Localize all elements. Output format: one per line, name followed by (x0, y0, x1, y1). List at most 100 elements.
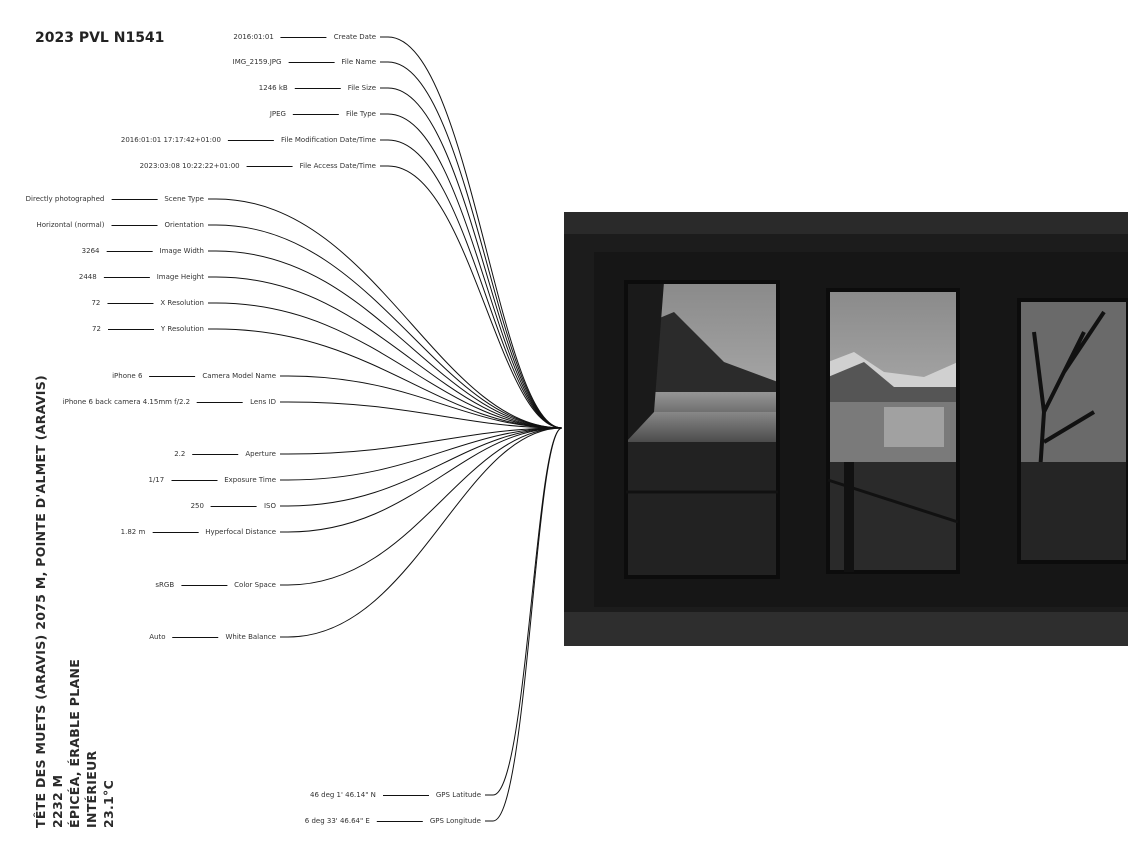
metadata-value: 72 (92, 325, 101, 333)
metadata-key: Exposure Time (224, 476, 276, 484)
metadata-value: 1.82 m (120, 528, 146, 536)
metadata-key: File Name (341, 58, 376, 66)
metadata-row: 2016:01:01 Create Date (233, 31, 376, 43)
metadata-value: Horizontal (normal) (36, 221, 105, 229)
metadata-value: 2.2 (174, 450, 186, 458)
leader-line (106, 250, 153, 252)
metadata-row: IMG_2159.JPG File Name (233, 56, 376, 68)
metadata-row: 1/17 Exposure Time (149, 474, 277, 486)
metadata-value: 2448 (78, 273, 97, 281)
leader-line (107, 328, 154, 330)
metadata-value: IMG_2159.JPG (232, 58, 282, 66)
metadata-key: File Type (345, 110, 376, 118)
metadata-value: 250 (190, 502, 204, 510)
connector-curve (280, 375, 563, 429)
metadata-key: File Size (347, 84, 376, 92)
connector-curve (380, 87, 563, 429)
connector-curve (380, 165, 563, 429)
metadata-value: 2016:01:01 (233, 33, 274, 41)
metadata-value: JPEG (269, 110, 286, 118)
species-line: ÉPICÉA, ÉRABLE PLANE (67, 658, 82, 828)
leader-line (382, 794, 429, 796)
connector-curve (280, 427, 563, 455)
metadata-row: JPEG File Type (270, 108, 376, 120)
page-title: 2023 PVL N1541 (35, 30, 165, 46)
connector-curve (380, 139, 563, 429)
connector-curve (208, 302, 563, 429)
leader-line (171, 479, 218, 481)
metadata-key: Y Resolution (160, 325, 204, 333)
connector-curve (280, 427, 563, 533)
metadata-value: sRGB (155, 581, 175, 589)
leader-line (246, 165, 293, 167)
metadata-value: 3264 (81, 247, 100, 255)
temperature-line: 23.1°C (101, 779, 116, 828)
leader-line (111, 224, 158, 226)
metadata-row: 2.2 Aperture (174, 448, 276, 460)
connector-curve (280, 427, 563, 586)
leader-line (197, 401, 244, 403)
metadata-value: 72 (91, 299, 101, 307)
metadata-value: 6 deg 33' 46.64" E (304, 817, 370, 825)
metadata-value: 46 deg 1' 46.14" N (310, 791, 376, 799)
leader-line (376, 820, 423, 822)
connector-curve (380, 113, 563, 429)
leader-line (103, 276, 150, 278)
leader-line (172, 636, 219, 638)
metadata-row: 2448 Image Height (79, 271, 204, 283)
connector-curve (208, 250, 563, 429)
connector-curve (380, 36, 563, 429)
setting-line: INTÉRIEUR (84, 750, 99, 828)
metadata-key: X Resolution (160, 299, 204, 307)
metadata-row: 72 Y Resolution (92, 323, 204, 335)
metadata-row: 250 ISO (191, 500, 276, 512)
metadata-row: 1246 kB File Size (259, 82, 376, 94)
metadata-value: Directly photographed (25, 195, 105, 203)
leader-line (152, 531, 199, 533)
metadata-key: Lens ID (250, 398, 276, 406)
connector-curve (280, 427, 563, 507)
metadata-key: File Modification Date/Time (280, 136, 376, 144)
connector-curve (208, 224, 563, 429)
metadata-value: 2016:01:01 17:17:42+01:00 (120, 136, 221, 144)
photo-window-view (564, 212, 1128, 646)
metadata-row: Horizontal (normal) Orientation (37, 219, 205, 231)
metadata-row: 6 deg 33' 46.64" E GPS Longitude (305, 815, 481, 827)
metadata-key: GPS Longitude (429, 817, 481, 825)
connector-curve (208, 198, 563, 429)
metadata-value: iPhone 6 (112, 372, 143, 380)
leader-line (227, 139, 274, 141)
connector-curve (485, 427, 563, 822)
connector-curve (280, 427, 563, 638)
metadata-row: 72 X Resolution (91, 297, 204, 309)
leader-line (149, 375, 196, 377)
connector-curve (208, 328, 563, 429)
metadata-key: File Access Date/Time (299, 162, 376, 170)
leader-line (107, 302, 154, 304)
metadata-value: 1/17 (148, 476, 165, 484)
metadata-key: Create Date (333, 33, 376, 41)
leader-line (288, 61, 335, 63)
metadata-row: sRGB Color Space (155, 579, 276, 591)
metadata-key: Color Space (234, 581, 276, 589)
metadata-key: Orientation (164, 221, 204, 229)
connector-curve (280, 401, 563, 429)
metadata-value: 2023:03:08 10:22:22+01:00 (139, 162, 240, 170)
location-line: TÊTE DES MUETS (ARAVIS) 2075 M, POINTE D… (33, 374, 65, 828)
metadata-key: Image Height (156, 273, 204, 281)
metadata-key: ISO (263, 502, 276, 510)
leader-line (280, 36, 327, 38)
leader-line (210, 505, 257, 507)
metadata-value: 1246 kB (258, 84, 288, 92)
metadata-value: iPhone 6 back camera 4.15mm f/2.2 (62, 398, 191, 406)
leader-line (111, 198, 158, 200)
metadata-key: Aperture (245, 450, 276, 458)
metadata-row: 2016:01:01 17:17:42+01:00 File Modificati… (121, 134, 376, 146)
leader-line (192, 453, 239, 455)
